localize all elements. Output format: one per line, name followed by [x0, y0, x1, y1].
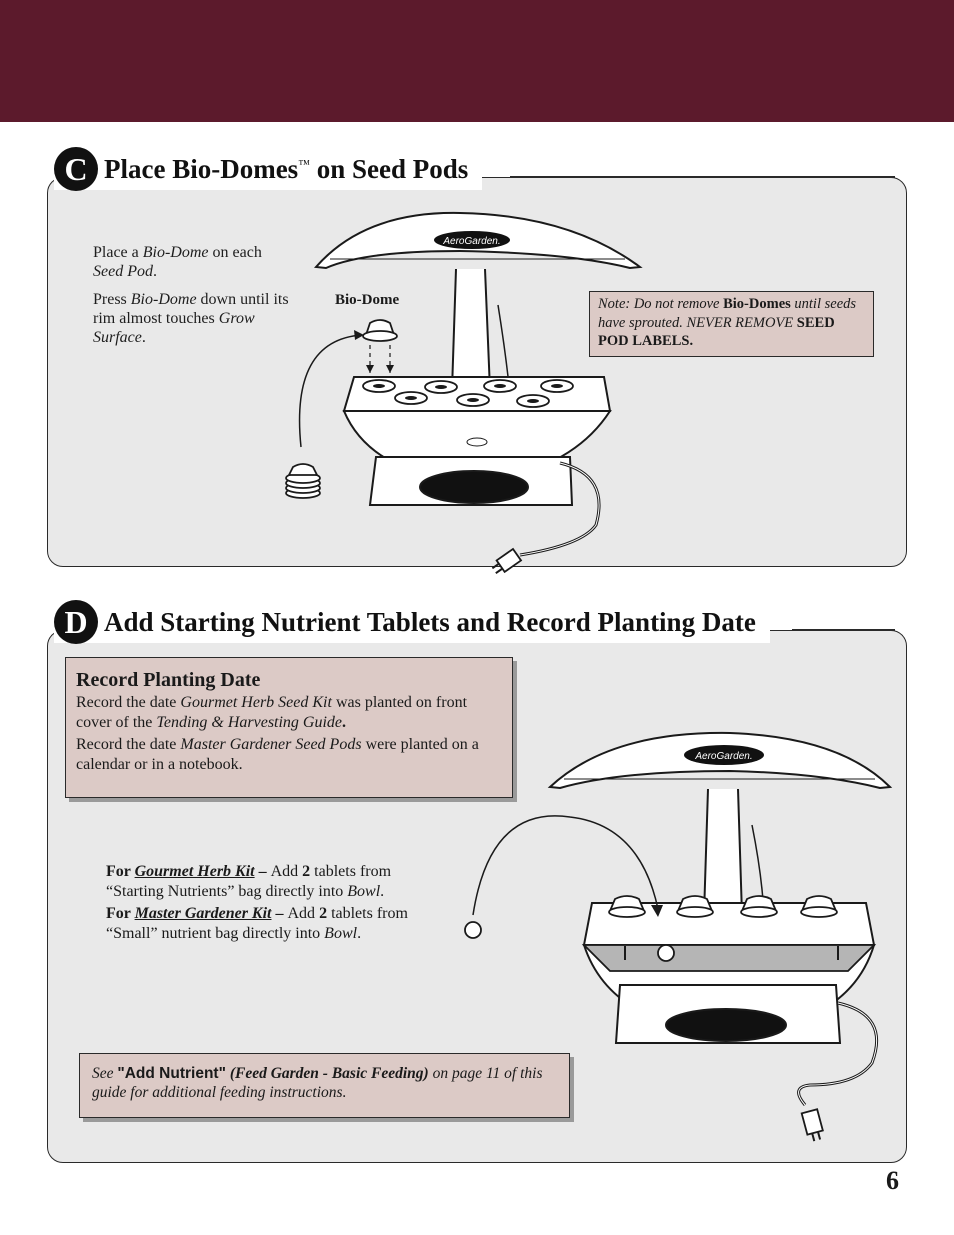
- kit-gourmet-herb: For Gourmet Herb Kit – Add 2 tablets fro…: [106, 863, 392, 900]
- step-c-badge: C: [54, 147, 98, 191]
- lamp-stem: [450, 268, 492, 391]
- kit-master-gardener: For Master Gardener Kit – Add 2 tablets …: [106, 905, 408, 942]
- bio-dome: [362, 319, 398, 342]
- biodome-stack: [285, 463, 321, 499]
- record-planting-date-box: Record Planting Date Record the date Gou…: [65, 657, 513, 798]
- svg-text:AeroGarden.: AeroGarden.: [694, 751, 752, 762]
- note-box: Note: Do not remove Bio-Domes until seed…: [589, 291, 874, 357]
- see-reference-box: See "Add Nutrient" (Feed Garden - Basic …: [79, 1053, 570, 1118]
- section-c-heading: C Place Bio-Domes™ on Seed Pods: [54, 147, 483, 191]
- aerogarden-illustration-c: AeroGarden.: [285, 211, 643, 575]
- section-d-rule: [792, 629, 895, 631]
- step-d-badge: D: [54, 600, 98, 644]
- section-c-instructions: Place a Bio-Dome on each Seed Pod. Press…: [93, 243, 293, 356]
- aerogarden-logo: [684, 745, 764, 765]
- aerogarden-illustration-d: AeroGarden.: [464, 731, 893, 1142]
- record-line-2: Record the date Master Gardener Seed Pod…: [76, 736, 479, 773]
- record-line-1: Record the date Gourmet Herb Seed Kit wa…: [76, 694, 468, 731]
- record-heading: Record Planting Date: [76, 669, 261, 691]
- tablet-icon: [464, 921, 482, 939]
- section-c-rule: [510, 176, 895, 178]
- svg-text:AeroGarden.: AeroGarden.: [442, 236, 500, 247]
- power-plug: [491, 547, 523, 575]
- header-band: [0, 0, 954, 122]
- power-plug: [800, 1108, 824, 1142]
- aerogarden-logo: [434, 231, 510, 249]
- section-d-heading: D Add Starting Nutrient Tablets and Reco…: [54, 600, 770, 644]
- instruction-press: Press Bio-Dome down until its rim almost…: [93, 291, 289, 346]
- kit-instructions: For Gourmet Herb Kit – Add 2 tablets fro…: [106, 862, 446, 946]
- section-d-title: Add Starting Nutrient Tablets and Record…: [104, 606, 756, 637]
- page-number: 6: [886, 1166, 899, 1195]
- biodome-label: Bio-Dome: [335, 292, 400, 308]
- lamp-stem: [702, 788, 744, 916]
- domes-on-tray: [608, 895, 838, 918]
- instruction-place: Place a Bio-Dome on each Seed Pod.: [93, 244, 262, 280]
- section-c-title: Place Bio-Domes™ on Seed Pods: [104, 153, 469, 184]
